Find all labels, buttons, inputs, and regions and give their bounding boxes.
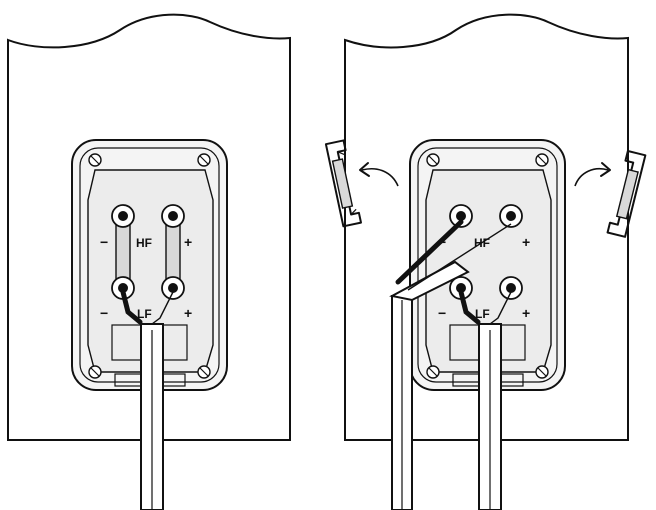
lf-minus-sign: − bbox=[100, 305, 108, 321]
screw-icon bbox=[88, 365, 102, 379]
screw-icon bbox=[197, 153, 211, 167]
binding-post-icon bbox=[161, 204, 185, 228]
speaker-cable bbox=[120, 289, 174, 510]
lf-label: LF bbox=[475, 307, 490, 321]
right-speaker-panel: − HF + − LF + bbox=[344, 13, 629, 510]
screw-icon bbox=[197, 365, 211, 379]
hf-label: HF bbox=[136, 236, 152, 250]
hf-minus-sign: − bbox=[100, 234, 108, 250]
lf-plus-sign: + bbox=[522, 305, 530, 321]
lf-speaker-cable bbox=[458, 289, 512, 510]
bridge-clip-icon bbox=[324, 139, 362, 228]
binding-post-icon bbox=[449, 204, 473, 228]
lf-plus-sign: + bbox=[184, 305, 192, 321]
left-speaker-panel: − HF + − LF + bbox=[7, 13, 291, 510]
screw-icon bbox=[535, 153, 549, 167]
screw-icon bbox=[535, 365, 549, 379]
binding-post-icon bbox=[111, 204, 135, 228]
screw-icon bbox=[426, 365, 440, 379]
hf-plus-sign: + bbox=[522, 234, 530, 250]
hf-plus-sign: + bbox=[184, 234, 192, 250]
lf-label: LF bbox=[137, 307, 152, 321]
hf-speaker-cable bbox=[389, 219, 512, 510]
screw-icon bbox=[88, 153, 102, 167]
curved-arrow-icon bbox=[574, 162, 611, 187]
screw-icon bbox=[426, 153, 440, 167]
binding-post-icon bbox=[499, 204, 523, 228]
bridge-clip-icon bbox=[606, 149, 647, 238]
lf-minus-sign: − bbox=[438, 305, 446, 321]
binding-post-icon bbox=[111, 276, 135, 300]
binding-post-icon bbox=[161, 276, 185, 300]
binding-post-icon bbox=[499, 276, 523, 300]
curved-arrow-icon bbox=[359, 162, 399, 187]
